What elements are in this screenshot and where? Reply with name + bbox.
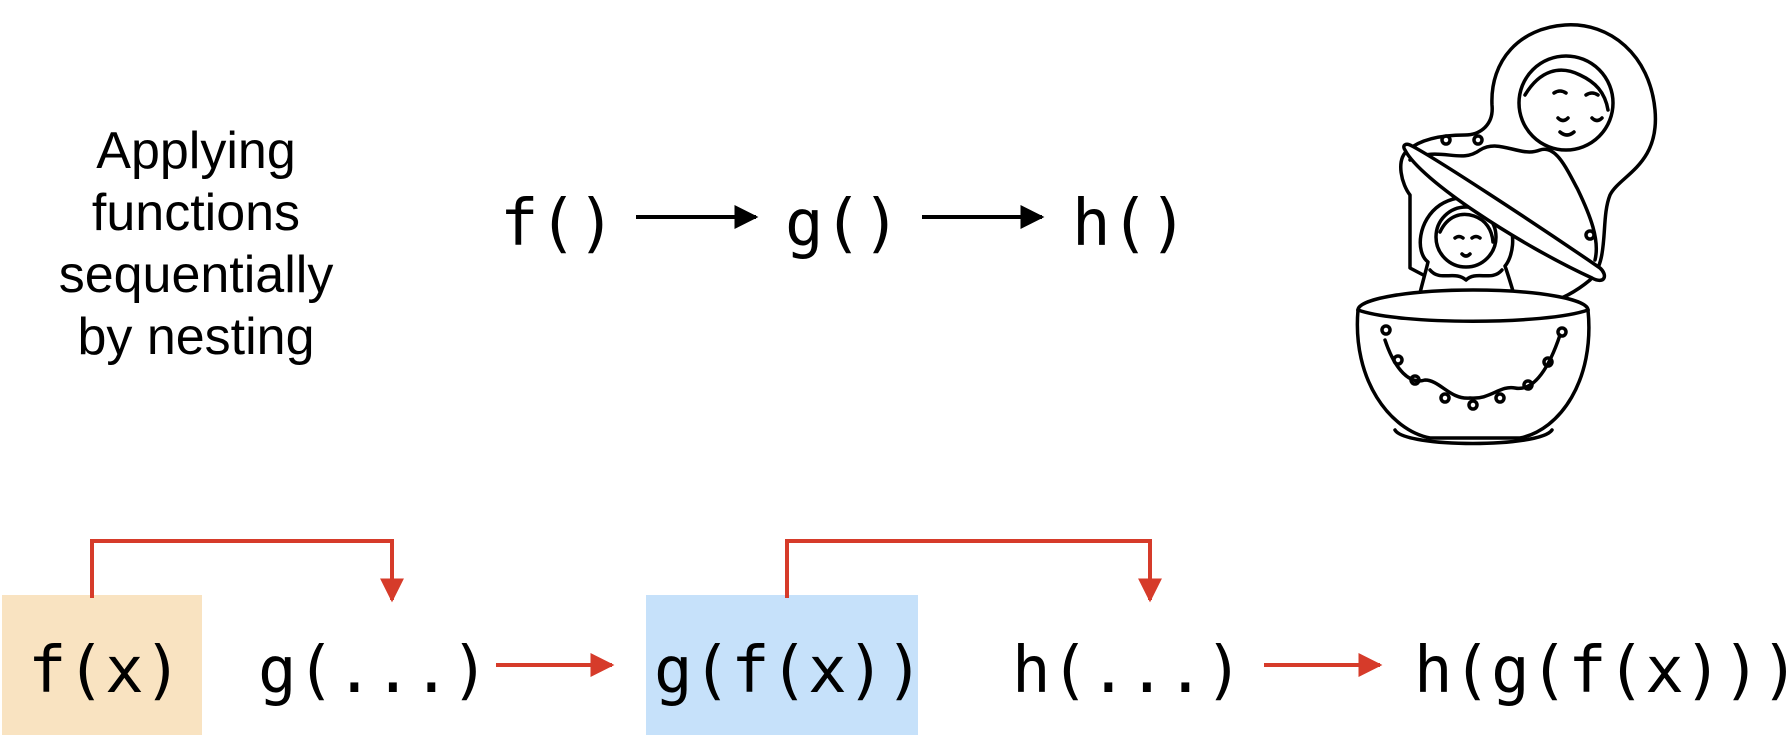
- bottom-item-h-ellipsis: h(...): [1012, 634, 1243, 708]
- bottom-row: f(x) g(...) g(f(x)) h(...) h(g(f(x))): [2, 539, 1786, 735]
- bottom-item-fx: f(x): [28, 634, 182, 708]
- top-row: f() g() h(): [500, 187, 1188, 261]
- highlight-box-gfx: [646, 595, 918, 735]
- top-item-f: f(): [500, 187, 616, 261]
- title-line-2: functions: [92, 184, 300, 242]
- title-line-3: sequentially: [59, 246, 334, 304]
- bottom-item-hgfx: h(g(f(x))): [1414, 634, 1786, 708]
- bracket-arrow-1: [90, 539, 404, 603]
- bottom-item-gfx: g(f(x)): [654, 634, 924, 708]
- highlight-box-fx: [2, 595, 202, 735]
- bracket-arrow-2: [785, 539, 1162, 603]
- top-item-g: g(): [785, 187, 901, 261]
- diagram-title: Applying functions sequentially by nesti…: [59, 122, 334, 366]
- title-line-1: Applying: [96, 122, 295, 180]
- bottom-item-g-ellipsis: g(...): [258, 634, 489, 708]
- matryoshka-doll-icon: [1355, 23, 1658, 446]
- top-item-h: h(): [1072, 187, 1188, 261]
- title-line-4: by nesting: [77, 308, 314, 366]
